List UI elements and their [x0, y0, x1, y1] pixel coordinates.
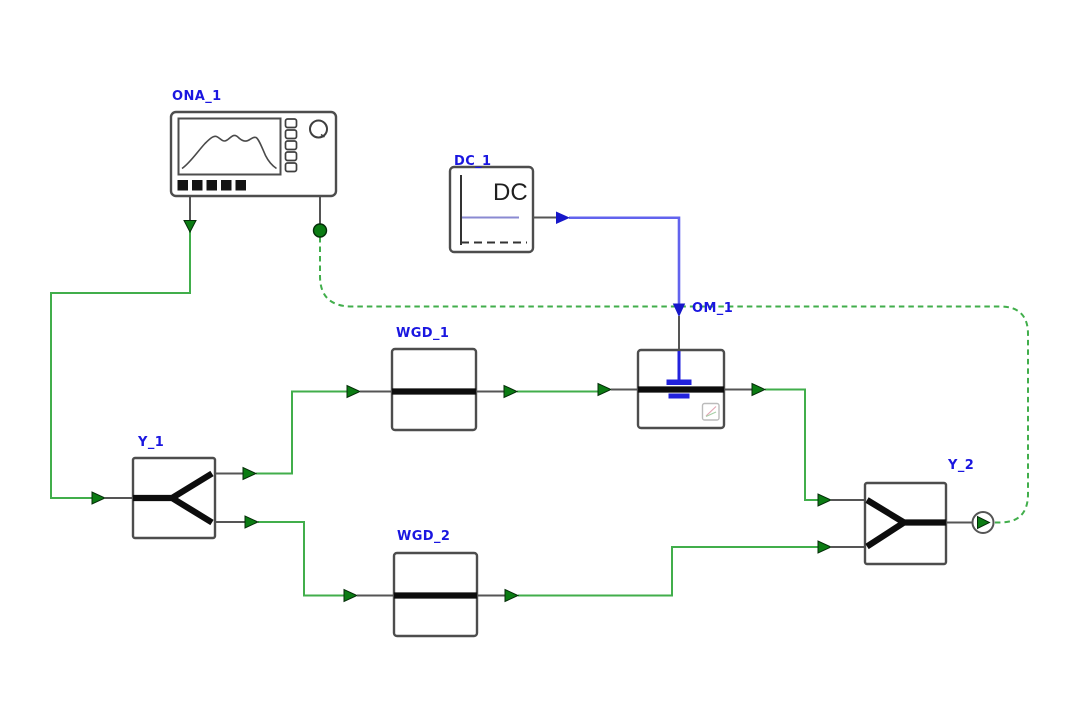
ona1-softkey-4[interactable] — [284, 151, 298, 162]
wgd1-out-arrow-icon — [503, 384, 519, 399]
ona1-softkey-5[interactable] — [284, 162, 298, 173]
y1-out2-arrow-icon — [244, 515, 260, 529]
om1-out-arrow-icon — [751, 382, 767, 397]
om1-in-arrow-icon — [597, 382, 613, 397]
wire-y1-to-wgd2[interactable] — [258, 521, 344, 597]
component-dc1[interactable]: DC — [448, 165, 556, 254]
wire-om1-to-y2[interactable] — [765, 388, 818, 501]
ona1-softkey-2[interactable] — [284, 129, 298, 140]
component-ona1[interactable] — [169, 110, 338, 238]
y1-branch-icon — [133, 470, 214, 526]
component-wgd1[interactable] — [346, 347, 519, 432]
component-y1[interactable] — [91, 456, 260, 540]
dc-out-arrow-icon — [556, 211, 570, 224]
ona1-softkey-3[interactable] — [284, 140, 298, 151]
wire-ona1-to-y1[interactable] — [50, 231, 191, 499]
dc1-body[interactable] — [448, 165, 535, 254]
ona1-knob[interactable] — [309, 119, 328, 139]
y2-monitor-arrow-icon — [977, 515, 991, 530]
om1-electrode-bottom — [668, 393, 690, 399]
ona1-key-4[interactable] — [221, 180, 232, 191]
wgd1-label: WGD_1 — [396, 326, 449, 341]
ona1-source-port-arrow-icon[interactable] — [183, 220, 197, 234]
y2-label: Y_2 — [947, 458, 974, 473]
ona1-key-5[interactable] — [235, 180, 247, 191]
om1-chart-icon-line-a — [705, 406, 717, 417]
y2-in2-arrow-icon — [817, 540, 833, 554]
om-mod-arrow-icon — [672, 303, 686, 317]
ona1-knob-notch — [320, 133, 325, 138]
ona1-key-1[interactable] — [177, 180, 189, 191]
y2-branch-icon — [865, 497, 946, 550]
ona1-screen — [177, 117, 282, 176]
dc1-label: DC_1 — [454, 154, 491, 169]
wire-y2-to-ona1-dashed[interactable] — [319, 237, 1029, 524]
wgd1-in-arrow-icon — [346, 384, 362, 399]
component-wgd2[interactable] — [343, 551, 520, 638]
ona1-measure-port-icon[interactable] — [312, 223, 328, 238]
wire-dc1-to-om1[interactable] — [569, 216, 681, 305]
om1-chart-icon-line-b — [705, 411, 717, 418]
ona1-label: ONA_1 — [172, 89, 222, 104]
ona1-softkey-1[interactable] — [284, 118, 298, 129]
wgd2-in-arrow-icon — [343, 588, 359, 603]
ona1-key-2[interactable] — [192, 180, 203, 191]
wire-wgd2-to-y2[interactable] — [518, 546, 818, 597]
om1-electrode-top — [666, 379, 692, 385]
ona1-trace — [181, 134, 277, 170]
wgd2-out-arrow-icon — [504, 588, 520, 603]
y2-in1-arrow-icon — [817, 493, 833, 507]
ona1-key-3[interactable] — [206, 180, 218, 191]
dc1-body-text: DC — [493, 179, 528, 206]
y1-out1-arrow-icon — [242, 466, 258, 481]
component-om1[interactable] — [597, 348, 767, 430]
component-y2[interactable] — [817, 481, 995, 566]
wire-y1-to-wgd1[interactable] — [256, 390, 347, 475]
wgd2-label: WGD_2 — [397, 529, 450, 544]
y1-in-arrow-icon — [91, 491, 107, 505]
om1-label: OM_1 — [692, 301, 733, 316]
y1-label: Y_1 — [137, 435, 164, 450]
